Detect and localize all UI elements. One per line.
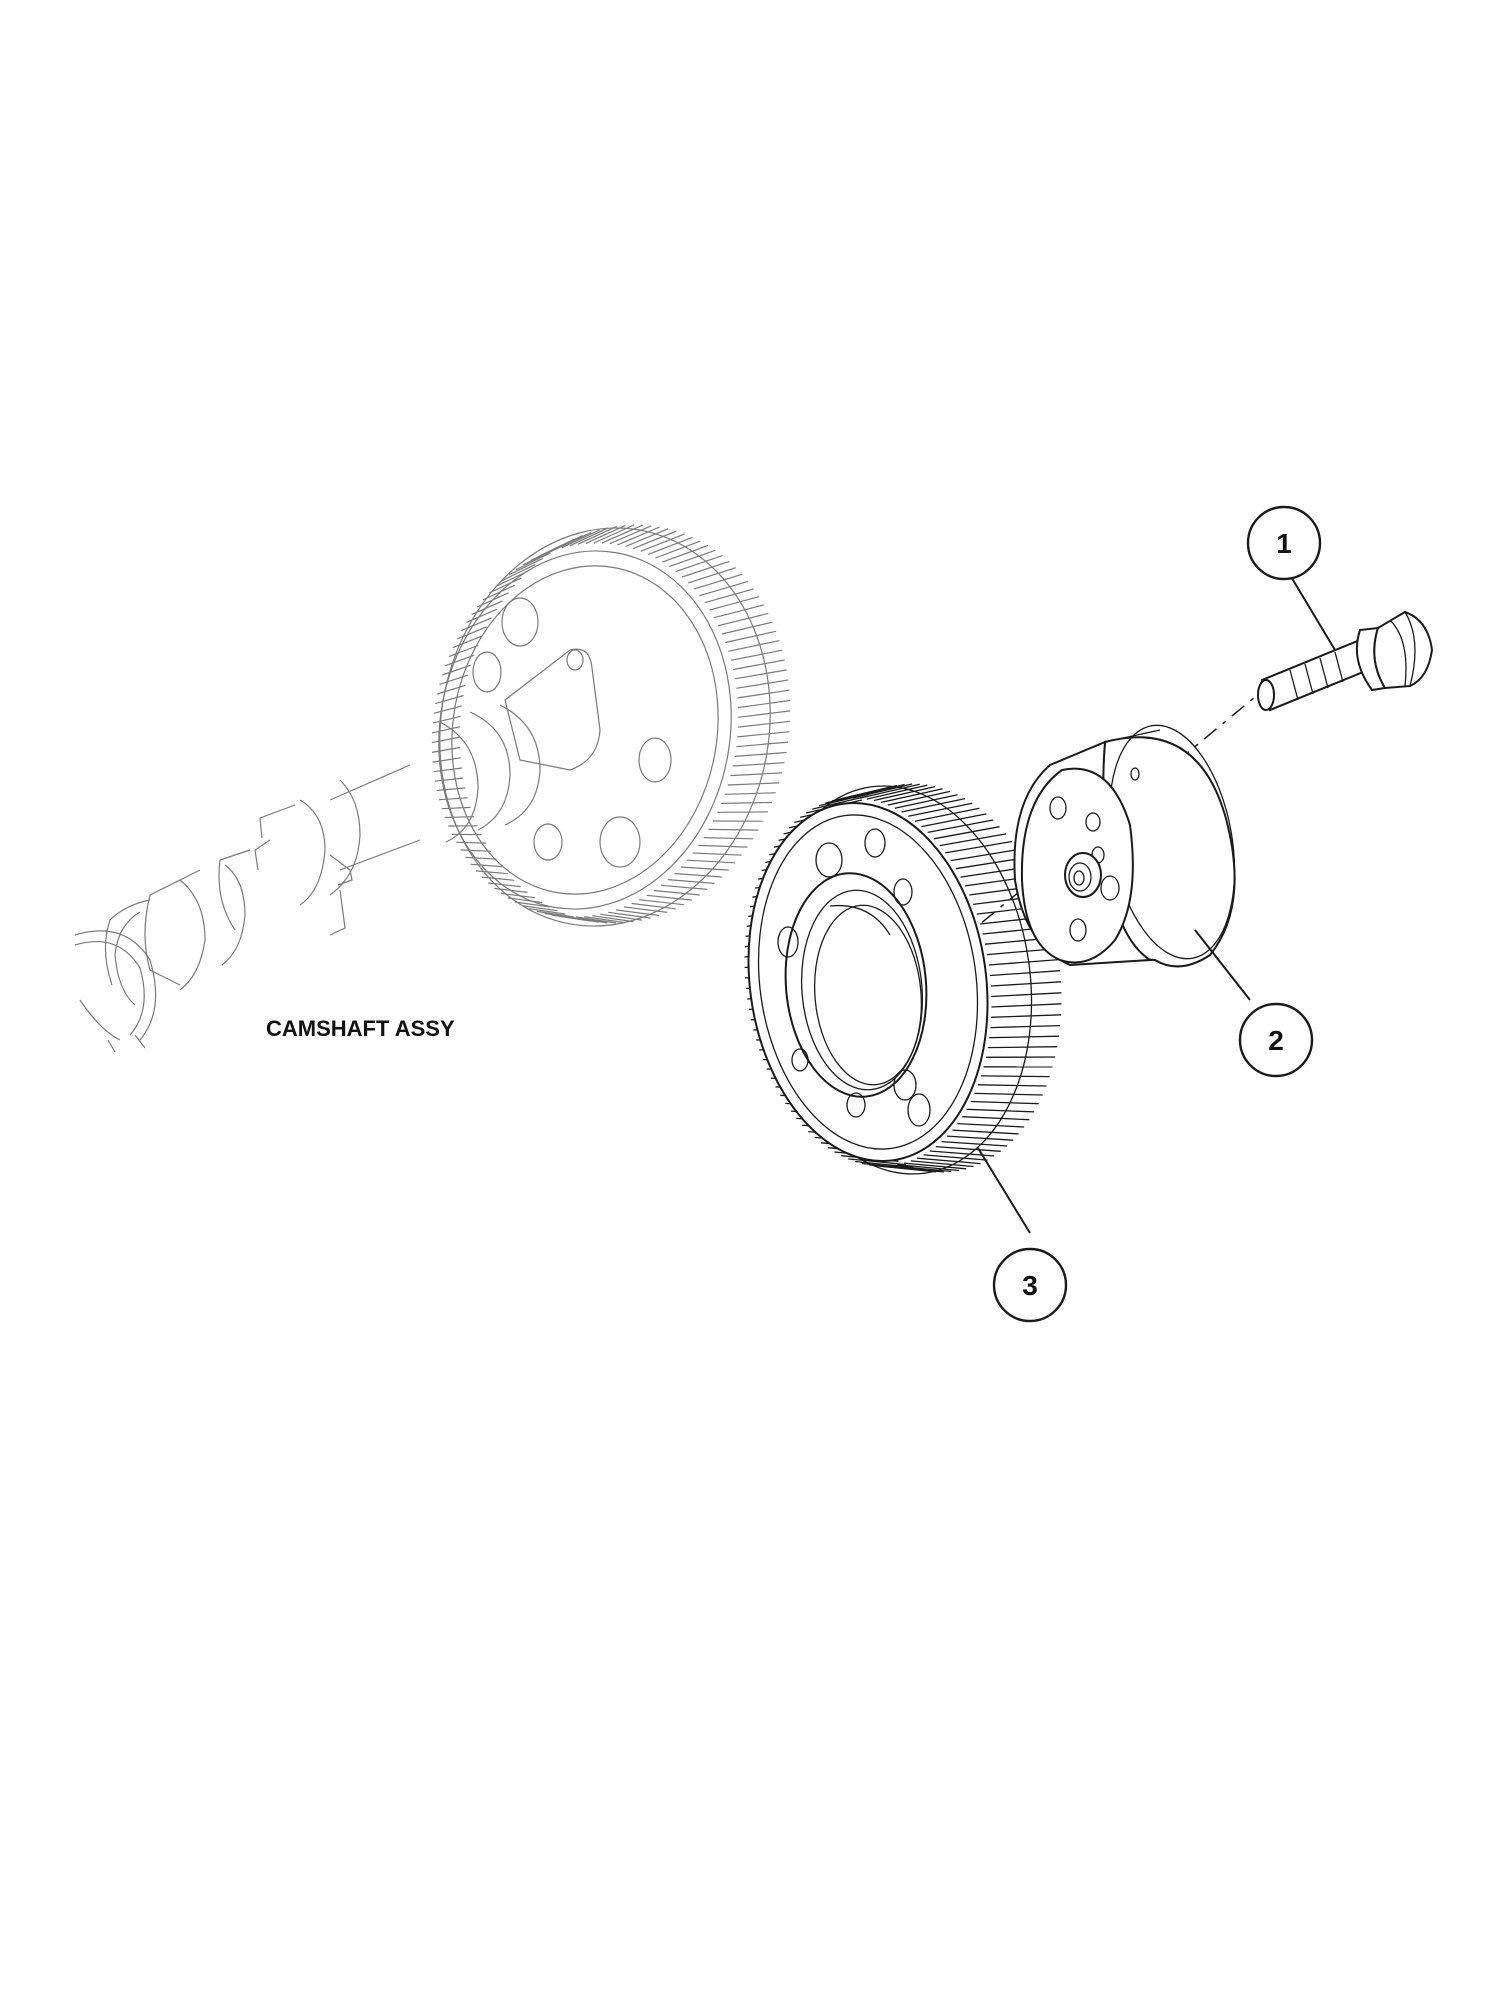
callout-2-number: 2 — [1268, 1025, 1284, 1056]
callout-3: 3 — [992, 1247, 1068, 1323]
callout-1: 1 — [1246, 505, 1322, 581]
leader-line-2 — [1194, 929, 1251, 1001]
callout-2: 2 — [1238, 1002, 1314, 1078]
camshaft-gear-teeth — [431, 524, 791, 927]
idler-gear — [744, 783, 1062, 1175]
camshaft-gear — [431, 524, 791, 927]
flange-bolt — [1257, 610, 1434, 712]
camshaft-shaft — [74, 704, 541, 1053]
callout-3-number: 3 — [1022, 1270, 1038, 1301]
gear-hub — [1013, 724, 1236, 968]
leader-line-3 — [977, 1147, 1031, 1234]
camshaft-assembly — [74, 524, 791, 1053]
callout-1-number: 1 — [1276, 528, 1292, 559]
camshaft-assy-label: CAMSHAFT ASSY — [266, 1016, 455, 1041]
